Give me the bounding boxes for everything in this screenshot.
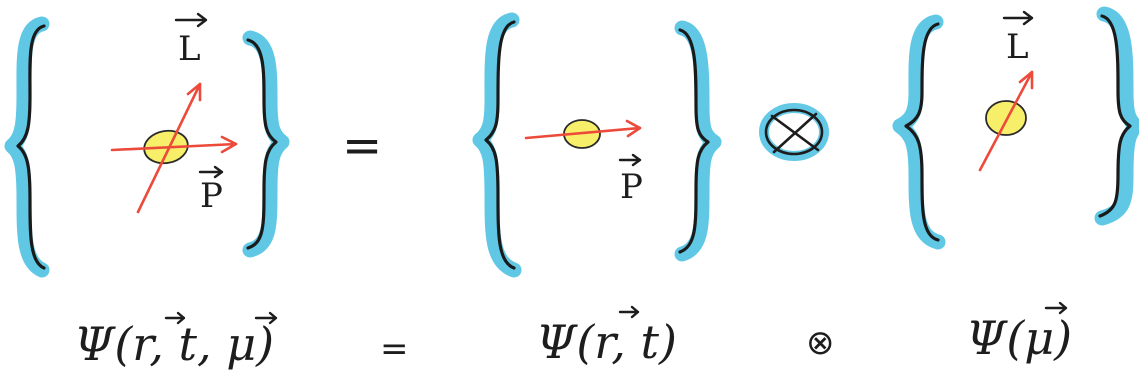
right-brace-group: L [900,12,1136,242]
L-right-label: L [1006,27,1029,67]
P-middle-vector-arrow [620,155,640,165]
formula-rhs: Ψ(μ) [966,311,1072,365]
left-brace-close-highlight [250,38,282,250]
formula-row: Ψ(r, t, μ) = Ψ(r, t) ⊗ Ψ(μ) [74,303,1072,371]
formula-lhs: Ψ(r, t, μ) [74,317,274,371]
formula-equals: = [380,329,409,369]
formula-mid: Ψ(r, t) [536,315,677,369]
middle-brace-open-highlight [480,20,514,270]
L-left-label: L [178,29,201,69]
tensor-symbol-top [764,108,824,156]
L-right-vector-arrow [1004,12,1032,24]
left-brace-group: L P [12,14,282,270]
particle-right [986,101,1026,135]
formula-tensor: ⊗ [806,323,835,363]
left-brace-open-highlight [12,24,42,270]
equals-symbol-top: = [342,118,382,174]
right-brace-open-highlight [900,22,938,242]
middle-brace-group: P [480,20,714,270]
P-left-label: P [200,176,223,216]
L-left-vector-arrow [176,14,206,26]
P-middle-label: P [620,167,643,207]
